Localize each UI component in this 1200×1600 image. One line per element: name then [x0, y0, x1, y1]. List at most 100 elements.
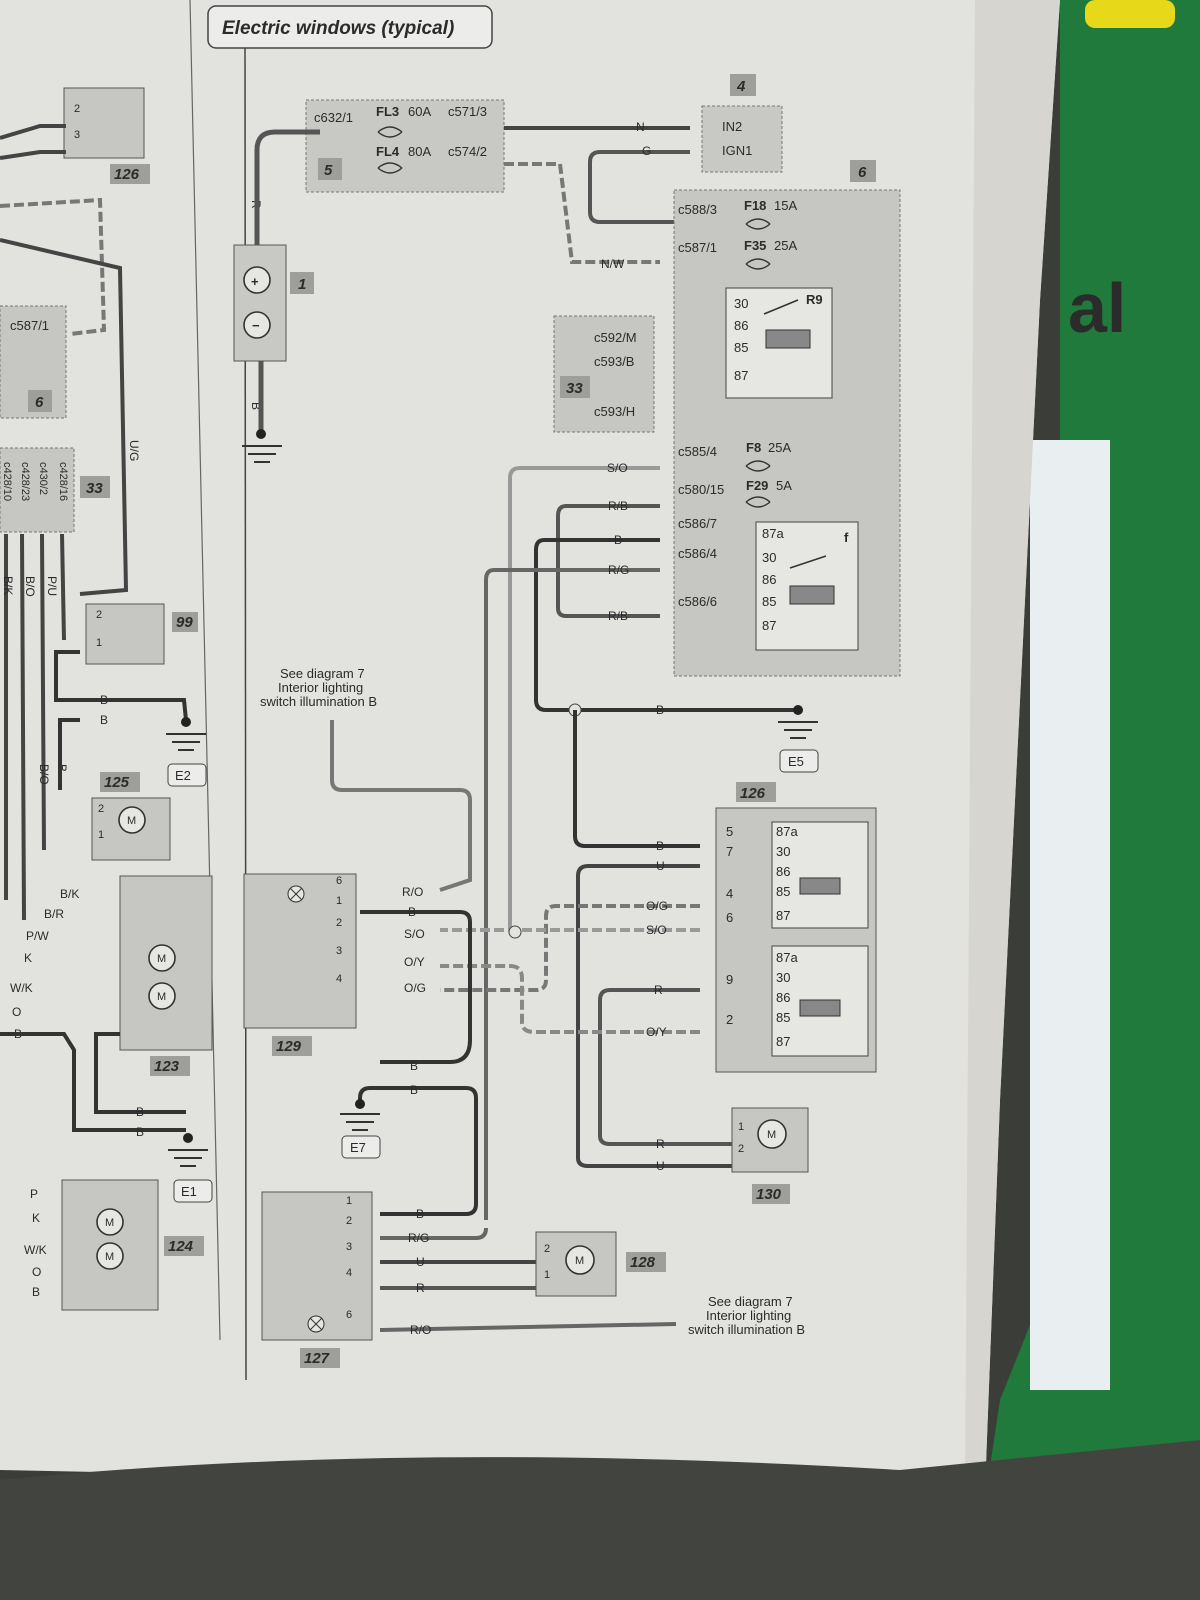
- svg-text:IN2: IN2: [722, 119, 742, 134]
- motor-130: M 1 2 130: [731, 1107, 809, 1204]
- svg-text:c586/4: c586/4: [678, 546, 717, 561]
- switch-127-number: 127: [304, 1350, 330, 1367]
- svg-text:30: 30: [776, 970, 790, 985]
- svg-text:c586/7: c586/7: [678, 516, 717, 531]
- svg-text:4: 4: [726, 886, 733, 901]
- svg-text:N: N: [636, 120, 645, 134]
- motor-128-number: 128: [630, 1254, 656, 1271]
- svg-text:M: M: [767, 1129, 776, 1141]
- svg-text:4: 4: [336, 973, 342, 985]
- svg-text:1: 1: [738, 1121, 744, 1133]
- svg-text:F29: F29: [746, 478, 768, 493]
- svg-text:B: B: [656, 703, 664, 717]
- svg-text:B: B: [100, 713, 108, 727]
- svg-text:B/K: B/K: [1, 576, 15, 595]
- svg-text:F8: F8: [746, 440, 761, 455]
- svg-text:30: 30: [762, 550, 776, 565]
- svg-text:switch illumination B: switch illumination B: [260, 694, 377, 709]
- svg-text:5A: 5A: [776, 478, 792, 493]
- svg-text:S/O: S/O: [404, 927, 425, 941]
- svg-text:1: 1: [346, 1195, 352, 1207]
- svg-text:O: O: [32, 1265, 41, 1279]
- ground-e1: E1: [168, 1133, 213, 1203]
- svg-text:B: B: [249, 402, 263, 410]
- svg-text:87: 87: [734, 368, 748, 383]
- svg-text:U: U: [416, 1255, 425, 1269]
- svg-text:6: 6: [346, 1309, 352, 1321]
- svg-text:6: 6: [726, 910, 733, 925]
- svg-text:R9: R9: [806, 292, 823, 307]
- svg-text:FL3: FL3: [376, 104, 399, 119]
- svg-text:87a: 87a: [776, 950, 798, 965]
- svg-text:W/K: W/K: [10, 981, 33, 995]
- svg-text:R/B: R/B: [608, 499, 628, 513]
- svg-text:R: R: [416, 1281, 425, 1295]
- svg-text:R/O: R/O: [402, 885, 423, 899]
- svg-text:B/K: B/K: [60, 887, 79, 901]
- svg-text:c592/M: c592/M: [594, 330, 637, 345]
- svg-text:U/G: U/G: [127, 440, 141, 461]
- battery-number: 1: [298, 276, 306, 293]
- svg-text:c632/1: c632/1: [314, 110, 353, 125]
- fuse-box-6-left-number: 6: [35, 394, 44, 411]
- svg-text:M: M: [127, 815, 136, 827]
- ground-e7: E7 B B: [340, 1059, 440, 1159]
- switch-99-number: 99: [176, 614, 193, 631]
- svg-text:15A: 15A: [774, 198, 797, 213]
- svg-text:F35: F35: [744, 238, 766, 253]
- svg-text:M: M: [105, 1251, 114, 1263]
- svg-text:O/G: O/G: [404, 981, 426, 995]
- ground-symbol-top: [242, 429, 282, 463]
- svg-text:f: f: [844, 530, 849, 545]
- svg-text:4: 4: [346, 1267, 352, 1279]
- window-switch-129: 6 1 2 3 4 129: [243, 873, 357, 1056]
- svg-text:N/W: N/W: [601, 257, 625, 271]
- svg-text:B: B: [416, 1207, 424, 1221]
- svg-text:G: G: [642, 144, 651, 158]
- svg-text:87a: 87a: [776, 824, 798, 839]
- svg-text:S/O: S/O: [607, 461, 628, 475]
- switch-99: 2 1 99: [85, 603, 198, 665]
- svg-text:c430/2: c430/2: [37, 462, 49, 495]
- svg-text:P: P: [30, 1187, 38, 1201]
- ignition-switch-4: 4 IN2 IGN1: [701, 74, 783, 173]
- svg-text:86: 86: [776, 864, 790, 879]
- svg-text:Interior lighting: Interior lighting: [706, 1308, 791, 1323]
- svg-text:3: 3: [336, 945, 342, 957]
- svg-text:M: M: [157, 991, 166, 1003]
- ground-e2: E2: [166, 717, 207, 787]
- svg-text:M: M: [157, 953, 166, 965]
- svg-text:O/Y: O/Y: [646, 1025, 667, 1039]
- svg-text:7: 7: [726, 844, 733, 859]
- see-diagram-note-right: See diagram 7 Interior lighting switch i…: [688, 1294, 805, 1337]
- svg-text:B/O: B/O: [37, 764, 51, 785]
- gem-left-number: 33: [86, 480, 103, 497]
- fuse-box-6: 6 c588/3 F18 15A c587/1 F35 25A R9 30 86…: [673, 160, 901, 677]
- svg-text:R/B: R/B: [608, 609, 628, 623]
- svg-text:3: 3: [74, 129, 80, 141]
- svg-text:U: U: [656, 1159, 665, 1173]
- svg-text:85: 85: [762, 594, 776, 609]
- svg-text:O/G: O/G: [646, 899, 668, 913]
- svg-text:c571/3: c571/3: [448, 104, 487, 119]
- svg-text:c428/16: c428/16: [57, 462, 69, 501]
- diagram-title: Electric windows (typical): [207, 5, 493, 49]
- svg-text:See diagram 7: See diagram 7: [280, 666, 365, 681]
- svg-text:E2: E2: [175, 768, 191, 783]
- svg-text:B: B: [410, 1059, 418, 1073]
- motor-130-number: 130: [756, 1186, 782, 1203]
- svg-text:87: 87: [762, 618, 776, 633]
- fuse-box-6-left: c587/1 6: [0, 305, 67, 419]
- svg-text:5: 5: [726, 824, 733, 839]
- ground-e5: E5: [778, 705, 819, 773]
- svg-text:c593/B: c593/B: [594, 354, 634, 369]
- svg-text:B/R: B/R: [44, 907, 64, 921]
- svg-text:B: B: [656, 839, 664, 853]
- switch-129-number: 129: [276, 1038, 302, 1055]
- svg-text:2: 2: [544, 1243, 550, 1255]
- svg-text:O/Y: O/Y: [404, 955, 425, 969]
- switch-124-number: 124: [168, 1238, 194, 1255]
- svg-text:IGN1: IGN1: [722, 143, 752, 158]
- svg-text:25A: 25A: [768, 440, 791, 455]
